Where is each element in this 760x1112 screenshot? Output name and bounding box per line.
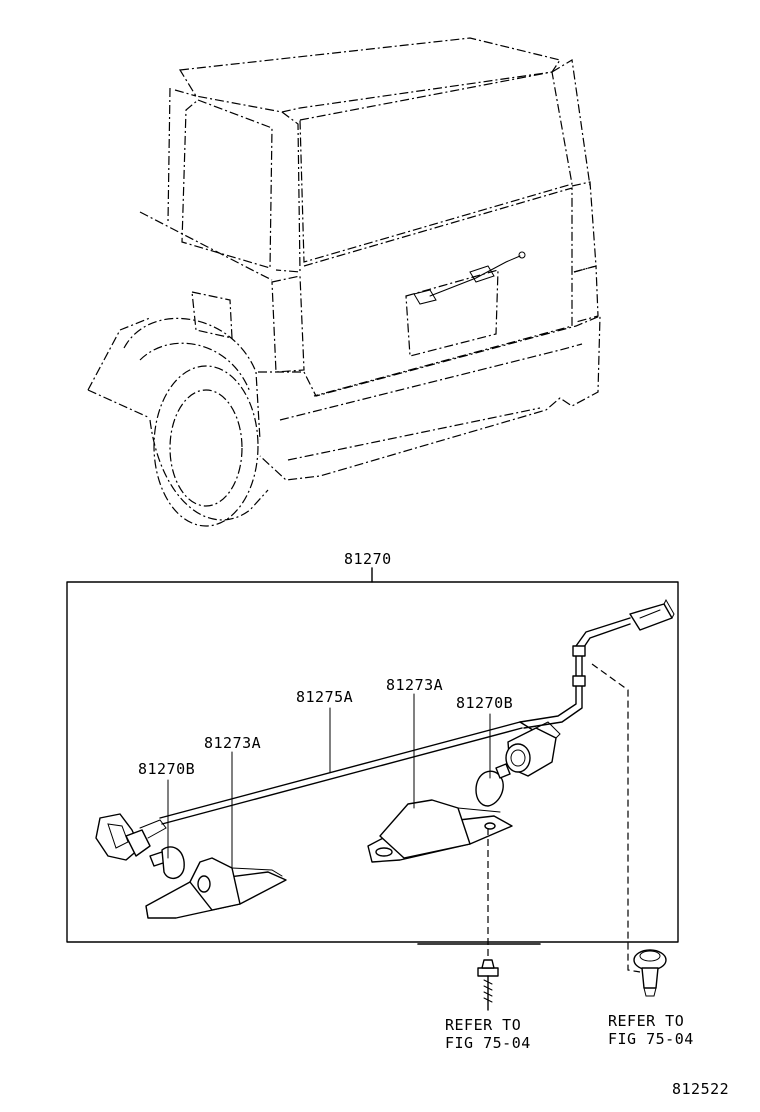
vehicle-rear-illustration [87,37,601,527]
left-bulb [149,846,185,879]
assembly-part-number: 81270 [344,550,392,568]
left-lamp-housing [145,857,287,919]
clip-leader [591,663,641,973]
right-bulb [475,763,511,807]
right-lamp-part-number: 81273A [386,676,443,694]
left-socket [95,813,167,861]
diagram-id: 812522 [672,1080,729,1098]
left-bulb-part-number: 81270B [138,760,195,778]
clip-reference-line2: FIG 75-04 [608,1030,694,1048]
wire-part-number: 81275A [296,688,353,706]
clip [633,949,667,997]
right-socket [505,721,561,777]
right-lamp-housing [367,799,513,863]
screw-reference-line2: FIG 75-04 [445,1034,531,1052]
screw [477,959,499,1011]
screw-reference-line1: REFER TO [445,1016,521,1034]
assembly-frame [66,567,679,945]
clip-reference-line1: REFER TO [608,1012,684,1030]
right-bulb-part-number: 81270B [456,694,513,712]
wire-harness [159,598,675,825]
left-lamp-part-number: 81273A [204,734,261,752]
